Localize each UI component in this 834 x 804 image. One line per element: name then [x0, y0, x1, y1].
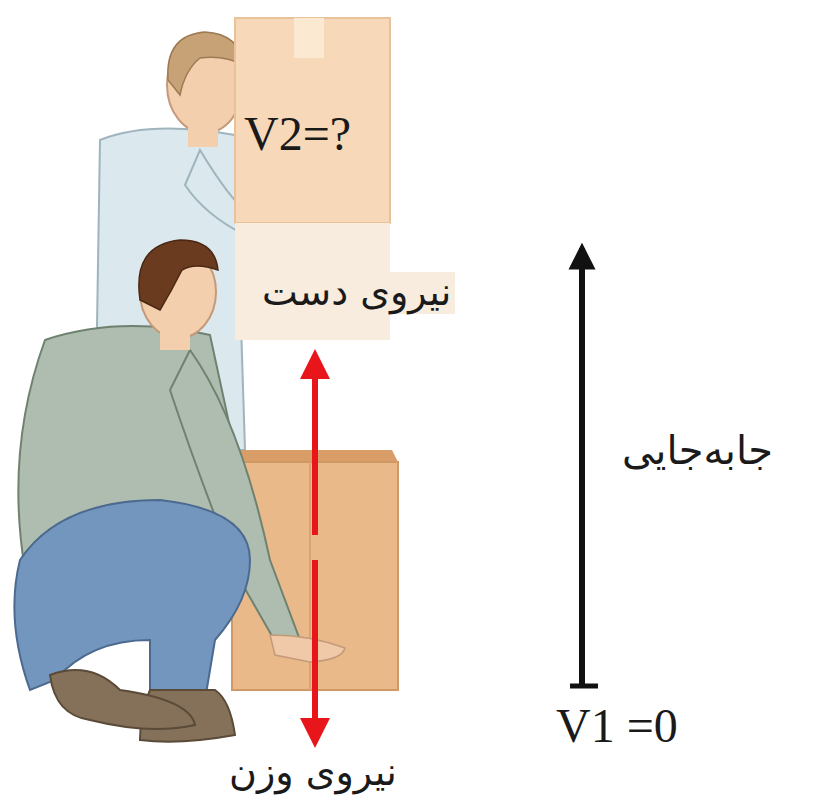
start-tick	[570, 684, 598, 689]
displacement-label: جابه‌جایی	[618, 428, 777, 472]
weight-force-arrow	[312, 560, 318, 742]
hand-force-arrow	[312, 355, 318, 535]
displacement-arrow	[579, 248, 585, 686]
weight-force-label: نیروی وزن	[225, 752, 401, 794]
crouching-man	[14, 240, 345, 742]
hand-force-label: نیروی دست	[258, 272, 455, 314]
final-speed-label: V2=?	[240, 108, 355, 161]
initial-speed-label: V1 =0	[552, 700, 682, 753]
